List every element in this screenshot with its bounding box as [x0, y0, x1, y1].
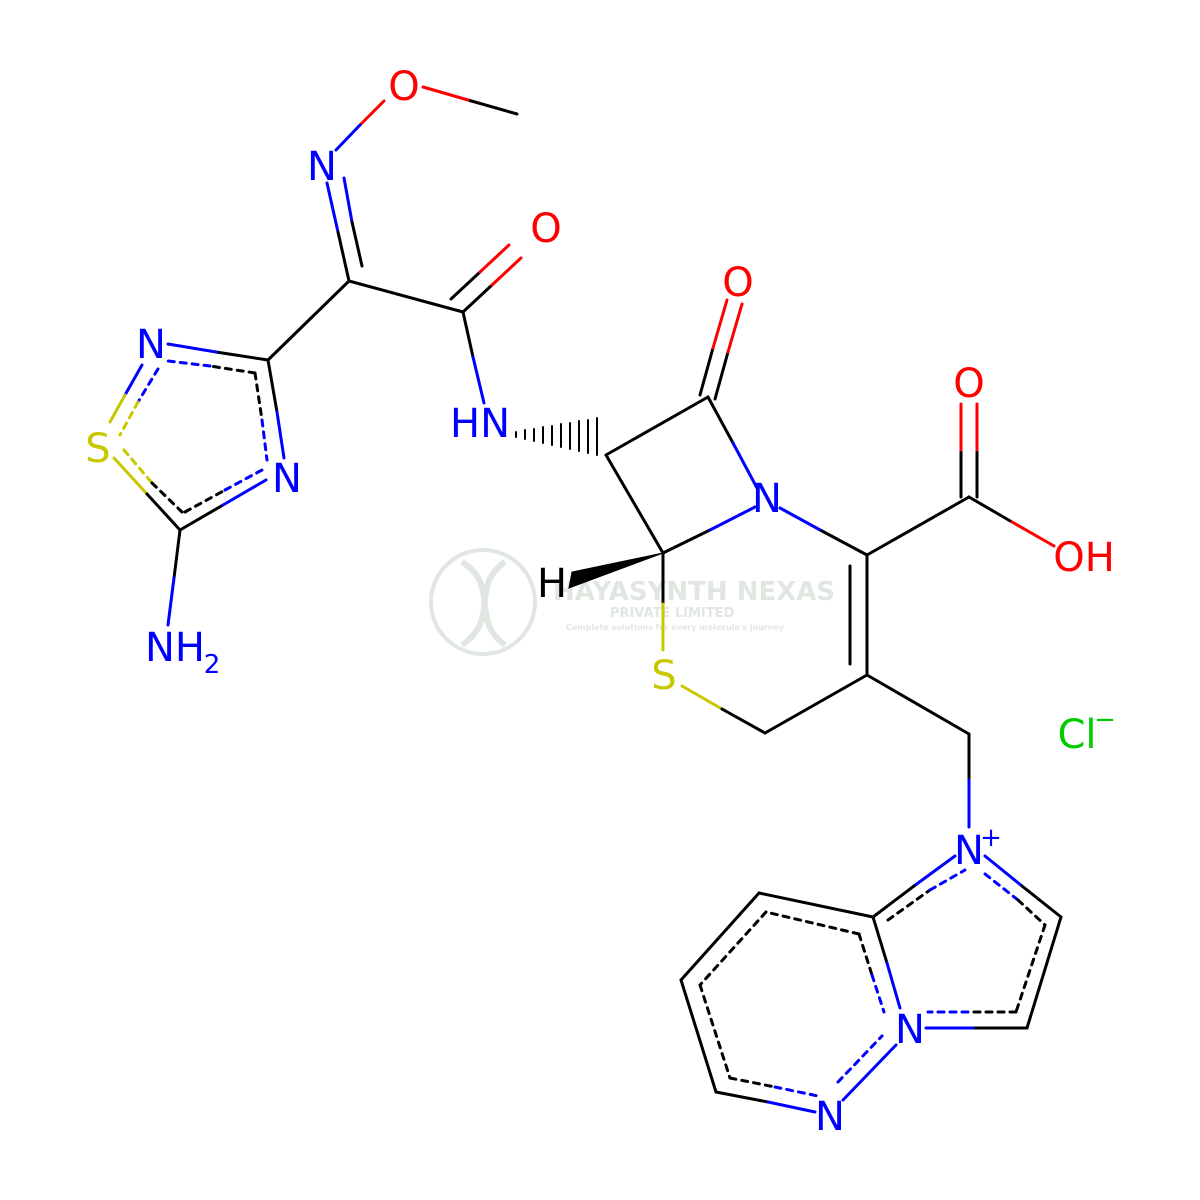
bond-amide-cn-blue [471, 355, 486, 405]
watermark-dna-icon [460, 559, 507, 648]
bond-c-amide [347, 279, 465, 314]
bond-td-s-c-yellow [112, 456, 149, 496]
bond-td-n-s-blue [123, 363, 144, 397]
bond-c8a-nbridge [871, 915, 889, 965]
bond-td-c-n-top-blue [166, 342, 218, 354]
bond-ch2-c3 [763, 673, 869, 735]
bond-td-s-c [145, 492, 182, 532]
bond-c6-n [661, 528, 712, 555]
bond-c6-npyr-blue [766, 1100, 817, 1114]
bond-lactam-co-1r [711, 298, 729, 350]
bond-npyr-nbridge-blue [841, 1043, 898, 1102]
atom-nitrogen-cation-charge: + [980, 823, 1002, 853]
bond-td-c-nh2-blue [166, 576, 176, 627]
atom-nitrogen-bridgehead: N [895, 1007, 925, 1053]
atom-nitrogen-lactam: N [752, 476, 782, 522]
bond-c-td [266, 279, 351, 362]
atom-chloride-charge: − [1094, 705, 1116, 735]
bond-s-ch2-yellow [680, 684, 724, 711]
atom-amino-n: NH [145, 625, 205, 671]
bond-td-n-s-yellow [108, 393, 127, 424]
bond-c8-c7 [679, 891, 761, 982]
td-aromatic-dashes [118, 359, 269, 514]
bond-amide-co-1 [461, 283, 494, 314]
bond-s-ch2 [720, 707, 767, 735]
watermark-subtitle: PRIVATE LIMITED [610, 606, 735, 621]
atom-oxygen-carboxyl: O [953, 361, 984, 407]
atom-amino-subscript: 2 [204, 650, 221, 680]
bond-o-n-oxime-red [358, 99, 386, 127]
bond-nplus-c8a-blue [912, 854, 957, 888]
bond-c8a-nbridge-blue [885, 961, 902, 1010]
bond-td-c-n [178, 503, 225, 532]
solid-wedge-bond [568, 552, 664, 589]
atom-nitrogen-thiadiazole-top: N [136, 322, 166, 368]
atom-nitrogen-cation: N [954, 828, 984, 874]
bond-n-c4 [820, 529, 869, 557]
bond-c8-n-blue [731, 441, 759, 490]
company-watermark: HAYASYNTH NEXAS PRIVATE LIMITED Complete… [429, 548, 835, 656]
bond-nplus-c8a [871, 884, 916, 919]
atom-oxygen-lactam: O [722, 260, 753, 306]
bond-n-c-oxime-blue [325, 181, 340, 234]
bond-nplus-c3-blue [983, 854, 1024, 888]
bond-n-c-oxime2 [350, 220, 364, 268]
bond-ch3-o [466, 98, 519, 116]
atom-nitrogen-pyridazine: N [815, 1094, 845, 1140]
watermark-logo-circle [429, 548, 537, 656]
bond-amide-cn [461, 310, 475, 359]
bond-cooh-oh [967, 495, 1014, 524]
bond-amide-co-2 [449, 270, 482, 301]
atom-nitrogen-thiadiazole-right: N [272, 456, 302, 502]
bond-c3-ch2 [865, 673, 971, 736]
bond-c7-c6 [604, 453, 665, 555]
atom-chloride: Cl [1057, 712, 1096, 758]
fused-aromatic-dashes [698, 868, 1047, 1098]
bond-td-c-n-right [266, 358, 279, 414]
bond-n-c4-blue [778, 506, 824, 533]
bond-td-c-n-blue [221, 478, 268, 507]
bond-n-c-oxime [336, 230, 351, 283]
atom-nitrogen-oxime: N [307, 144, 337, 190]
bond-o-ch3 [421, 85, 470, 102]
bond-c6-n-blue [708, 505, 757, 532]
bond-c8a-c8 [757, 891, 875, 919]
atom-sulfur-thiadiazole: S [85, 426, 110, 472]
bond-nplus-c3 [1020, 884, 1063, 919]
bond-n-c-oxime2-blue [342, 176, 354, 224]
bond-lactam-co-2r [726, 302, 744, 354]
atom-sulfur-ring: S [651, 653, 676, 699]
hashed-wedge-bond [515, 417, 598, 456]
watermark-company-name: HAYASYNTH NEXAS [553, 577, 835, 607]
atom-oxygen-methoxy: O [388, 64, 419, 110]
atom-hydroxyl-carboxyl: OH [1053, 535, 1115, 581]
bond-cooh-oh-red [1010, 520, 1056, 548]
bond-amide-co-2r [478, 243, 511, 274]
bond-td-c-n-top [214, 350, 270, 362]
bond-o-n-oxime-blue [334, 123, 362, 152]
bond-c3-c2 [1025, 915, 1063, 1030]
bond-c4-cooh [865, 495, 971, 557]
bond-c7-c8 [604, 395, 710, 457]
watermark-tagline: Complete solutions for every molecule's … [566, 623, 785, 632]
atom-oxygen-amide: O [530, 206, 561, 252]
bond-td-c-nh2 [172, 528, 182, 580]
bond-lactam-co-2 [713, 350, 730, 401]
atom-labels: O N O O O OH N S N HN N H NH 2 S Cl − N … [85, 64, 1116, 1140]
bond-c6-npyr [714, 1090, 770, 1104]
bond-c7-c6b [679, 978, 718, 1094]
bonds [108, 85, 1063, 1114]
atom-hydrogen-stereo: H [537, 561, 567, 607]
bond-c8-n [706, 395, 735, 445]
bond-amide-co-1r [490, 256, 523, 287]
atom-amide-nh: HN [450, 401, 510, 447]
bond-lactam-co-1 [698, 346, 715, 397]
bond-td-c-n-right-blue [275, 410, 286, 460]
